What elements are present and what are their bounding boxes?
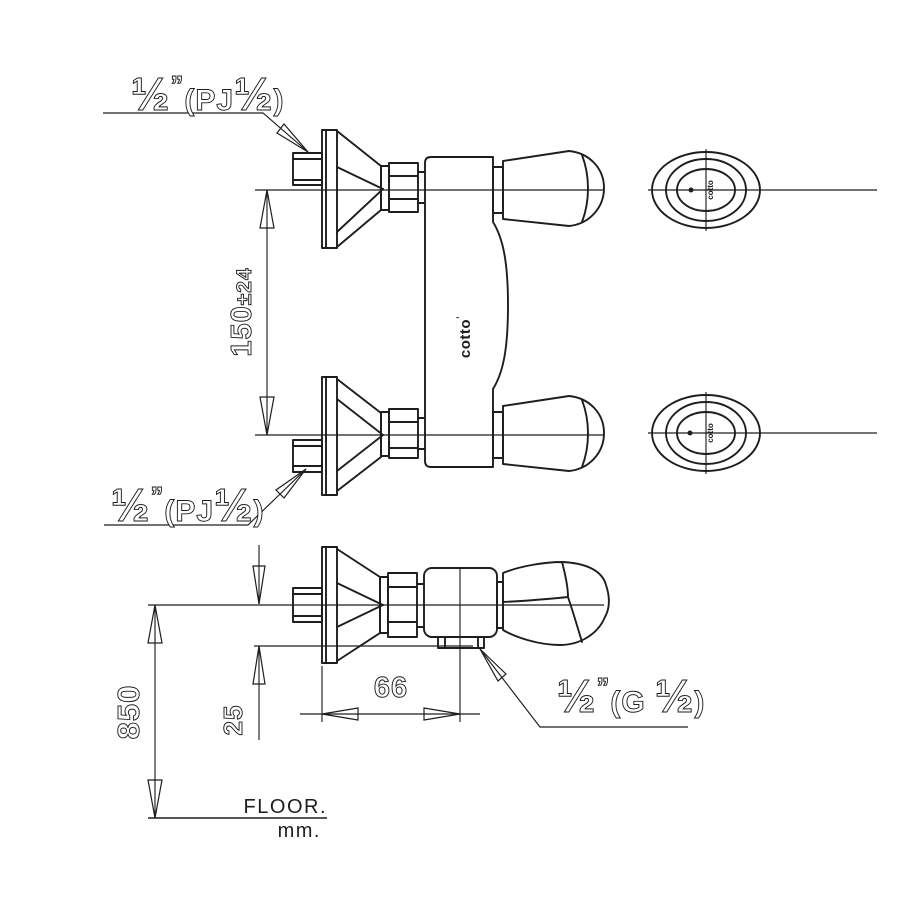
floor-label: FLOOR. (244, 796, 327, 818)
top-valve-assembly (292, 129, 605, 249)
arrowhead-down (259, 396, 275, 436)
hex-nut-top (380, 162, 426, 213)
arrowhead-down (147, 779, 163, 819)
arrowhead-up (147, 604, 163, 644)
leader-line (104, 468, 307, 526)
brand-logo: cotto’ (455, 316, 474, 358)
arrowhead-down (252, 565, 266, 605)
leader-arrowhead (275, 468, 307, 499)
handle-top (492, 150, 605, 227)
dim-height-from-floor: 850 (111, 604, 163, 819)
wall-flange-top (321, 129, 384, 249)
hex-nut-bottom (380, 408, 426, 459)
label-text-g-outlet: ½”(G ½) (557, 670, 705, 722)
dim-text-25: 25 (218, 705, 248, 736)
label-inlet-top: ½”(PJ½) (103, 68, 309, 153)
arrowhead-right (423, 707, 461, 721)
dim-outlet-offset: 25 (218, 545, 473, 740)
dim-text-850: 850 (111, 685, 146, 740)
leader-line (479, 648, 688, 728)
wall-flange-bottom (321, 376, 384, 496)
hex-nut-side (379, 572, 425, 638)
label-text-pj-bottom: ½”(PJ½) (111, 479, 264, 531)
arrowhead-up (252, 645, 266, 685)
leader-arrowhead (479, 648, 507, 682)
dim-text-150: 150±24 (226, 267, 258, 356)
handle-side (496, 561, 610, 646)
label-text-pj-top: ½”(PJ½) (131, 68, 284, 120)
handle-end-view-top: cotto (648, 149, 877, 231)
arrowhead-up (259, 189, 275, 229)
handle-bottom (492, 395, 605, 472)
bottom-valve-assembly (292, 376, 605, 496)
dim-center-distance: 150±24 (226, 189, 275, 436)
valve-body-front (424, 156, 509, 468)
leader-line (103, 112, 309, 153)
dim-text-66: 66 (374, 672, 408, 704)
label-inlet-bottom: ½”(PJ½) (104, 468, 307, 531)
eccentric-nipple-bottom (292, 439, 323, 473)
leader-arrowhead (276, 123, 309, 153)
handle-end-view-bottom: cotto (648, 392, 877, 474)
index-dot (687, 430, 693, 436)
floor-reference: FLOOR. mm. (148, 796, 327, 842)
label-outlet: ½”(G ½) (479, 648, 705, 728)
index-dot (688, 187, 694, 193)
brand-logo-small: cotto (706, 180, 715, 200)
arrowhead-left (321, 707, 359, 721)
front-view: cotto’ (255, 129, 605, 496)
dim-wall-to-outlet: 66 (300, 568, 480, 722)
brand-logo-small: cotto (706, 423, 715, 443)
units-label: mm. (278, 820, 321, 842)
eccentric-nipple-top (292, 152, 323, 186)
